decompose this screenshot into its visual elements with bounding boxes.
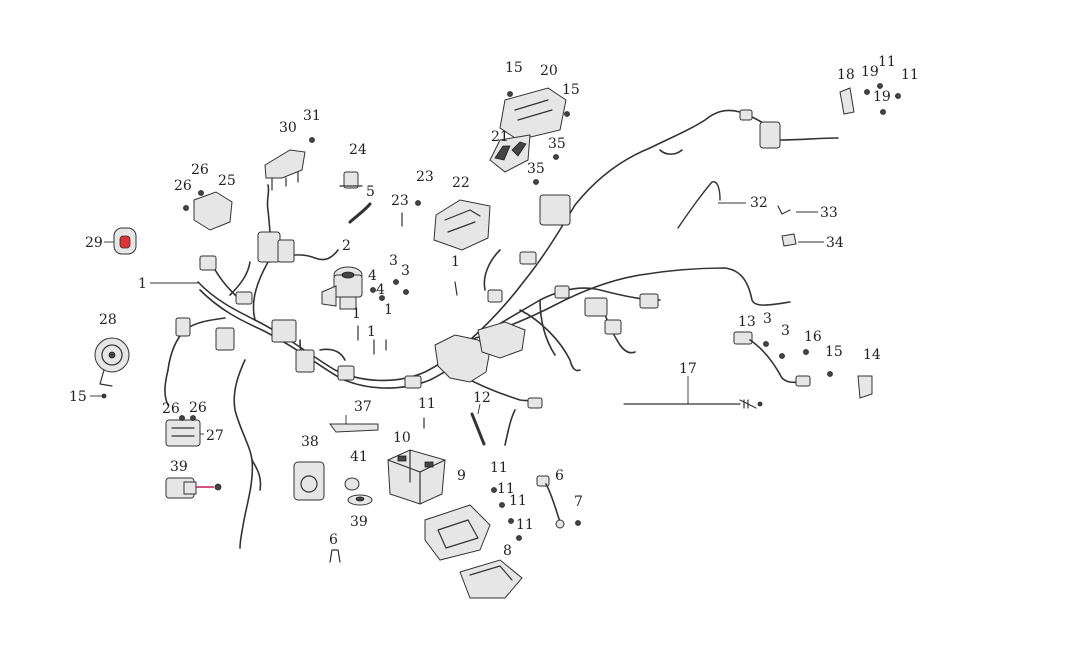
callout-30: 30 <box>279 120 297 136</box>
callout-8: 8 <box>503 543 512 559</box>
callout-13: 13 <box>738 314 756 330</box>
callout-16: 16 <box>804 329 822 345</box>
callout-1c: 1 <box>367 324 376 340</box>
callout-11g: 11 <box>901 67 919 83</box>
callout-14: 14 <box>863 347 881 363</box>
part-28-horn <box>94 337 130 387</box>
part-32-hose <box>677 181 721 229</box>
part-7-bolt <box>575 520 581 526</box>
callout-23b: 23 <box>391 193 409 209</box>
callout-33: 33 <box>820 205 838 221</box>
callout-32: 32 <box>750 195 768 211</box>
callout-6-lower: 6 <box>329 532 338 548</box>
part-22-module <box>433 199 491 251</box>
callout-15d: 15 <box>69 389 87 405</box>
callout-1-harness: 1 <box>138 276 147 292</box>
callout-19b: 19 <box>873 89 891 105</box>
callout-3b: 3 <box>401 263 410 279</box>
callout-17: 17 <box>679 361 697 377</box>
callout-22: 22 <box>452 175 470 191</box>
callout-37: 37 <box>354 399 372 415</box>
part-9-battery-tray <box>424 504 491 561</box>
part-30-bracket <box>264 149 306 191</box>
part-10-battery <box>387 449 446 505</box>
part-34-clip <box>781 233 797 247</box>
callout-10: 10 <box>393 430 411 446</box>
callout-9: 9 <box>457 468 466 484</box>
part-29-key-fob <box>113 227 137 255</box>
callout-25: 25 <box>218 173 236 189</box>
part-39-grommet <box>347 494 373 506</box>
callout-11b: 11 <box>490 460 508 476</box>
callout-11f: 11 <box>878 54 896 70</box>
part-8-cover <box>459 559 523 599</box>
callout-41: 41 <box>350 449 368 465</box>
part-6-clip <box>329 549 341 563</box>
callout-3a: 3 <box>389 253 398 269</box>
callout-3d: 3 <box>781 323 790 339</box>
part-ignition-coil <box>321 266 363 310</box>
part-38-panel <box>293 461 325 501</box>
callout-2: 2 <box>342 238 351 254</box>
callout-18: 18 <box>837 67 855 83</box>
callout-15a: 15 <box>505 60 523 76</box>
part-33-clip <box>777 205 791 215</box>
part-24-relay <box>339 171 363 189</box>
part-12-strap <box>470 412 486 446</box>
callout-28: 28 <box>99 312 117 328</box>
callout-27: 27 <box>206 428 224 444</box>
callout-15b: 15 <box>562 82 580 98</box>
callout-1a: 1 <box>451 254 460 270</box>
callout-12: 12 <box>473 390 491 406</box>
callout-20: 20 <box>540 63 558 79</box>
callout-19a: 19 <box>861 64 879 80</box>
callout-39a: 39 <box>170 459 188 475</box>
callout-29: 29 <box>85 235 103 251</box>
callout-26d: 26 <box>189 400 207 416</box>
callout-4b: 4 <box>376 282 385 298</box>
part-5-wire <box>348 202 372 224</box>
part-14-bracket <box>857 375 873 399</box>
main-wiring-harness <box>164 109 839 549</box>
part-13-sensor <box>733 331 811 387</box>
callout-1d: 1 <box>384 302 393 318</box>
callout-38: 38 <box>301 434 319 450</box>
part-39-socket <box>165 477 222 499</box>
callout-24: 24 <box>349 142 367 158</box>
callout-6-right: 6 <box>555 468 564 484</box>
part-37-bracket <box>329 423 379 433</box>
callout-31: 31 <box>303 108 321 124</box>
callout-1b: 1 <box>352 306 361 322</box>
part-21-bracket <box>489 134 531 173</box>
part-17-cable <box>623 399 763 409</box>
callout-labels: 1 2 3 3 4 4 1 1 1 1 5 6 6 7 8 9 10 11 11… <box>69 54 919 559</box>
part-27-module <box>165 419 201 447</box>
callout-26a: 26 <box>191 162 209 178</box>
part-25-module <box>193 191 233 231</box>
callout-4a: 4 <box>368 268 377 284</box>
callout-26b: 26 <box>174 178 192 194</box>
callout-23a: 23 <box>416 169 434 185</box>
part-41-bush <box>344 477 360 491</box>
leader-lines <box>90 202 824 435</box>
callout-26c: 26 <box>162 401 180 417</box>
callout-21: 21 <box>491 129 509 145</box>
callout-11e: 11 <box>516 517 534 533</box>
callout-35a: 35 <box>548 136 566 152</box>
callout-11d: 11 <box>509 493 527 509</box>
part-ecu-20 <box>499 87 567 141</box>
fasteners <box>101 83 901 541</box>
callout-7: 7 <box>574 494 583 510</box>
callout-3c: 3 <box>763 311 772 327</box>
callout-15c: 15 <box>825 344 843 360</box>
callout-35b: 35 <box>527 161 545 177</box>
part-18-switch <box>839 87 855 115</box>
callout-39b: 39 <box>350 514 368 530</box>
callout-11a: 11 <box>418 396 436 412</box>
callout-5: 5 <box>366 184 375 200</box>
callout-34: 34 <box>826 235 844 251</box>
part-6-sensor <box>536 475 565 529</box>
callout-11c: 11 <box>497 481 515 497</box>
